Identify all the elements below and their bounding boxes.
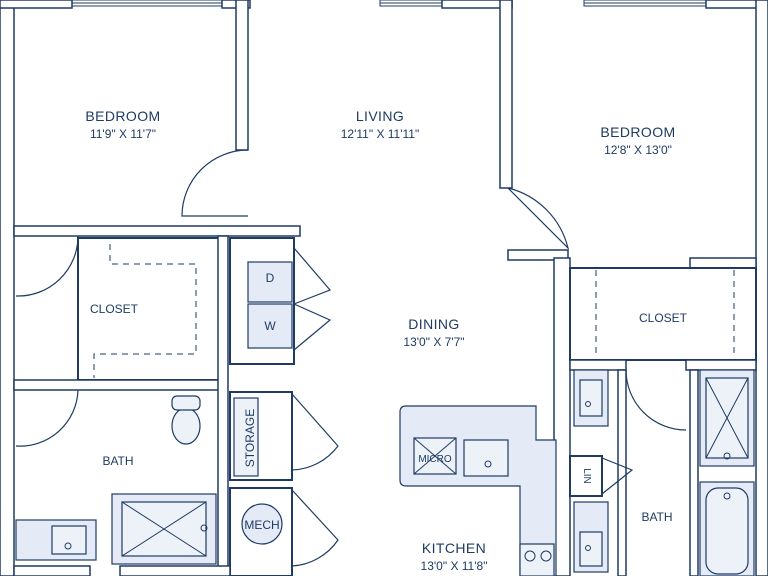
toilet-tank-left [171, 395, 201, 411]
shower-left-x2 [121, 501, 207, 557]
label-micro: MICRO [418, 454, 452, 465]
wall-right-outer [755, 0, 768, 576]
wall-bottom-1 [13, 565, 91, 576]
wall-closet-bottom [13, 379, 221, 391]
wall-bedroom-right-bottom-1 [507, 249, 569, 261]
label-bedroom-left: BEDROOM [85, 108, 160, 124]
label-storage: STORAGE [243, 409, 257, 467]
label-dining: DINING [408, 316, 459, 332]
label-bedroom-right: BEDROOM [600, 124, 675, 140]
label-closet-left: CLOSET [90, 302, 139, 316]
wall-bedroom-living [235, 0, 249, 151]
kitchen-sink [463, 439, 509, 477]
dryer-unit [247, 261, 293, 303]
washer-unit [247, 303, 293, 349]
label-closet-right: CLOSET [639, 311, 688, 325]
closet-left-shelf [93, 244, 197, 378]
stove-burner [524, 550, 536, 562]
shower-right-drain [723, 452, 731, 460]
sink-right-top [579, 379, 603, 417]
label-mech: MECH [244, 518, 279, 532]
wall-bath-right [217, 235, 229, 576]
label-kitchen: KITCHEN [422, 540, 486, 556]
label-bath-right: BATH [641, 510, 672, 524]
mech-wall [229, 487, 293, 576]
door-bedroom-right [507, 187, 570, 250]
stove-burner [540, 550, 552, 562]
wall-bottom-2 [119, 565, 231, 576]
bathtub-right-inner [705, 487, 749, 575]
door-closet-left [15, 235, 79, 297]
dims-bedroom-right: 12'8" X 13'0" [604, 143, 672, 157]
shower-right-x2 [705, 377, 749, 459]
wall-bath-right-top-2 [685, 359, 757, 371]
shower-left-drain [200, 524, 208, 532]
door-storage [291, 393, 339, 471]
dims-bedroom-left: 11'9" X 11'7" [90, 127, 156, 141]
sink-right-bottom-drain [585, 545, 591, 551]
closet-right-wall [569, 267, 757, 361]
bathtub-right-drain [723, 492, 731, 500]
sink-right-bottom [579, 531, 603, 567]
toilet-left [171, 407, 201, 445]
label-washer: W [264, 319, 276, 333]
wall-top-1 [0, 0, 73, 9]
sink-right-top-drain [585, 401, 591, 407]
door-bedroom-left [181, 149, 249, 217]
sink-left-drain [64, 542, 72, 550]
dims-kitchen: 13'0" X 11'8" [421, 559, 488, 573]
wall-bedroom-bottom [13, 225, 301, 237]
sink-left [51, 525, 87, 555]
kitchen-sink-drain [484, 460, 492, 468]
label-dryer: D [266, 271, 275, 285]
storage-wall [229, 391, 293, 481]
laundry-wall [229, 237, 295, 365]
door-linen [601, 457, 634, 495]
doors [15, 149, 687, 567]
dims-living: 12'11" X 11'11" [341, 127, 420, 141]
wall-living-bedroom-right [499, 0, 513, 189]
wall-kitchen-right [553, 257, 571, 576]
door-mech [291, 489, 339, 567]
label-living: LIVING [356, 108, 404, 124]
room-labels: BEDROOM 11'9" X 11'7" LIVING 12'11" X 11… [85, 108, 687, 573]
windows [71, 0, 707, 7]
label-bath-left: BATH [102, 454, 133, 468]
linen-closet [569, 455, 603, 497]
door-bath-left [15, 389, 79, 447]
label-linen: LIN [581, 468, 592, 484]
fixtures [15, 261, 755, 576]
wall-bath-right-inner [689, 369, 699, 576]
wall-left-outer [0, 0, 15, 576]
storage-shelf [233, 397, 259, 477]
microwave-x2 [413, 437, 457, 475]
door-bath-right [625, 369, 687, 431]
wall-bath-right-top-1 [569, 359, 627, 371]
wall-bath-right-left [617, 369, 627, 576]
mech-unit [241, 503, 283, 545]
interior-walls [13, 0, 757, 576]
door-laundry-bottom [293, 303, 332, 351]
door-laundry-top [293, 247, 332, 305]
wall-bedroom-right-bottom-2 [689, 257, 757, 269]
dims-dining: 13'0" X 7'7" [403, 335, 464, 349]
